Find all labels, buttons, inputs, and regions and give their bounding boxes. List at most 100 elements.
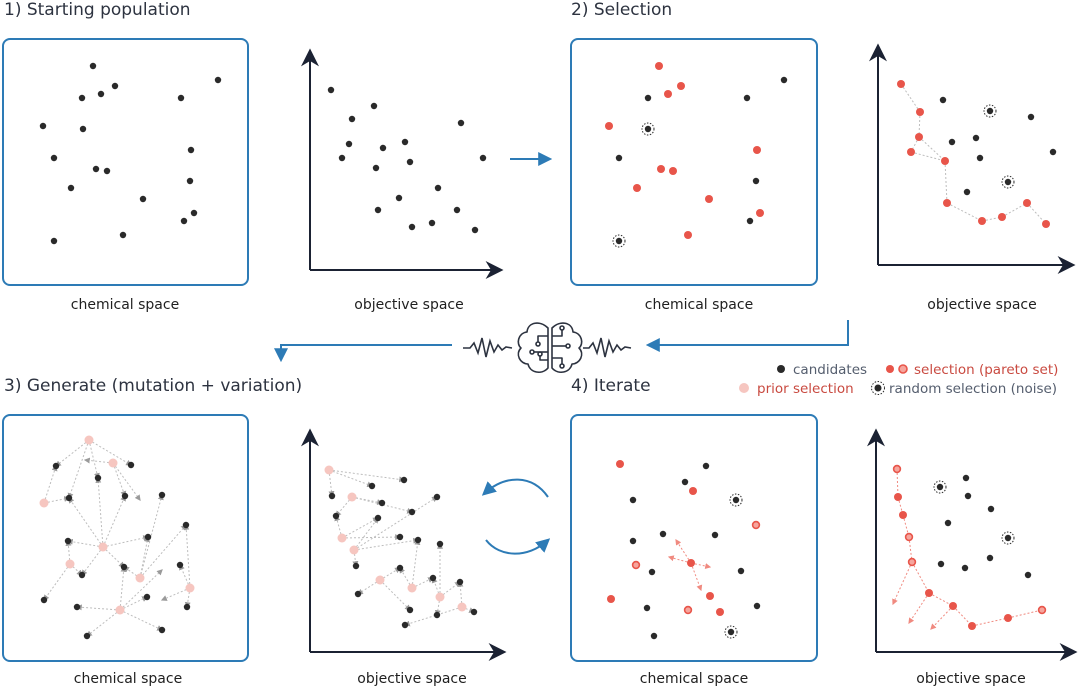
connector-line [910,136,920,153]
candidate-dot [158,491,166,499]
candidate-dot [1049,148,1057,156]
random-selection-dot [1004,178,1012,186]
connector-line [896,468,899,498]
candidate-dot [67,184,75,192]
connector-line [908,592,930,624]
candidate-dot [374,206,382,214]
connector-line [930,605,954,630]
candidate-dot [406,158,414,166]
candidate-dot [78,571,86,579]
candidate-dot [400,476,408,484]
connector-line [918,136,946,162]
caption-obj-3: objective space [357,671,466,687]
candidate-dot [92,165,100,173]
waveform-icon [463,337,513,358]
caption-chem-2: chemical space [645,297,753,313]
panel4-title: 4) Iterate [571,376,651,396]
candidate-dot [433,611,441,619]
connector-line [112,462,127,498]
candidate-dot [338,154,346,162]
prior-dot [39,498,49,508]
prior-dot [347,492,357,502]
legend-prior-marker [739,383,749,393]
prior-dot [84,435,94,445]
connector-line [900,83,921,113]
connector-line [328,469,406,483]
prior-dot [375,575,385,585]
selection-dot [897,80,905,88]
candidate-dot [457,119,465,127]
connector-line [119,569,163,611]
panel2-title: 2) Selection [571,0,672,20]
random-selection-dot [936,483,944,491]
caption-obj-1: objective space [354,297,463,313]
candidate-dot [408,508,416,516]
candidate-dot [659,530,667,538]
selection-dot [916,108,924,116]
panel4-chemical-space [607,460,761,640]
candidate-dot [50,237,58,245]
candidate-dot [753,602,761,610]
selection-ring-dot [751,520,761,530]
candidate-dot [121,492,129,500]
candidate-dot [401,621,409,629]
connector-line [119,609,164,631]
objective-axes-1 [301,48,504,279]
selection-dot [941,157,949,165]
candidate-dot [1027,113,1035,121]
prior-dot [435,592,445,602]
candidate-dot [743,94,751,102]
panel1-objective-space [327,86,487,234]
caption-obj-2: objective space [927,297,1036,313]
candidate-dot [64,537,72,545]
prior-dot [185,583,195,593]
candidate-dot [345,140,353,148]
connector-line [1007,609,1043,619]
panel2-chemical-space [605,62,788,248]
candidate-dot [139,195,147,203]
selection-dot [899,511,907,519]
candidate-dot [401,138,409,146]
candidate-dot [39,122,47,130]
flow-arrow-model-to-3 [274,344,452,363]
prior-dot [457,602,467,612]
cycle-arrows-icon [481,478,551,555]
objective-axes-2 [869,43,1076,274]
selection-dot [657,165,665,173]
legend-candidate-marker [777,365,785,373]
connector-line [353,496,439,551]
candidate-dot [456,578,464,586]
chem-frame-2 [570,38,818,286]
connector-line [81,546,104,576]
brain-circuit-icon [517,322,583,373]
candidate-dot [396,564,404,572]
legend-random-marker [871,381,885,395]
candidate-dot [961,564,969,572]
candidate-dot [408,223,416,231]
chem-frame-3 [2,414,249,662]
panel2-objective-space [897,80,1057,228]
random-selection-ring [1001,531,1015,545]
connector-line [353,517,379,551]
connector-line [434,596,441,617]
random-selection-ring [612,234,626,248]
candidate-dot [702,462,710,470]
connector-line [68,497,104,548]
candidate-dot [327,86,335,94]
prior-dot [337,533,347,543]
selection-dot [949,602,957,610]
candidate-dot [629,537,637,545]
candidate-dot [186,177,194,185]
candidate-dot [752,177,760,185]
selection-dot [894,493,902,501]
flow-arrow-2-to-model [645,320,849,352]
candidate-dot [370,102,378,110]
selection-ring-dot [907,557,917,567]
candidate-dot [372,164,380,172]
selection-dot [607,595,615,603]
random-selection-dot [727,628,735,636]
selection-dot [633,184,641,192]
candidate-dot [97,90,105,98]
random-selection-ring [724,625,738,639]
